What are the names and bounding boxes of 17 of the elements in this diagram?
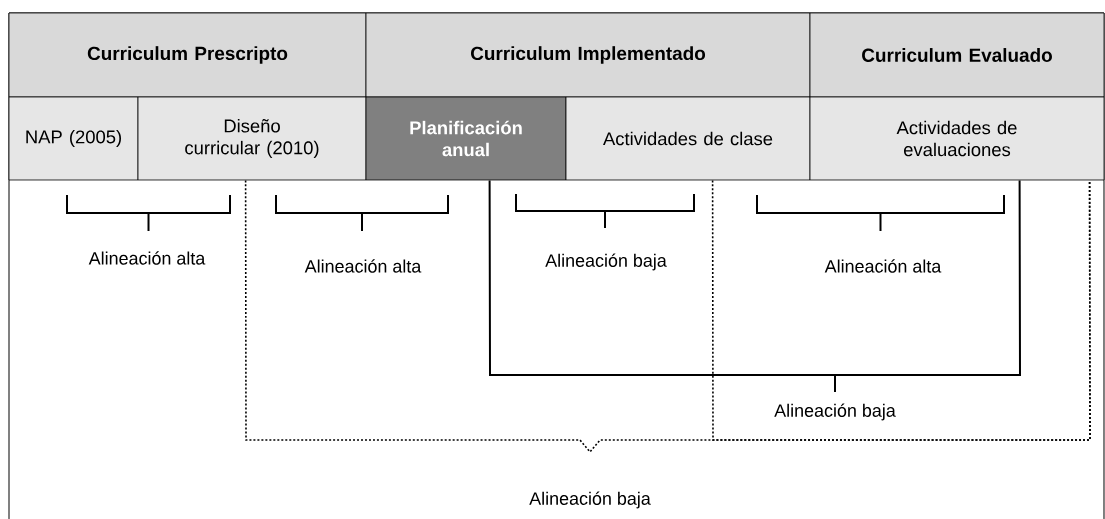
header-cell: Curriculum Implementado [365,12,811,98]
bracket-label: Alineación alta [304,259,422,273]
edge-label: Alineación baja [772,401,898,423]
highlighted-cell: Planificación anual [365,96,567,181]
bracket-label: Alineación alta [824,259,942,273]
connector-line [244,179,1091,454]
connector-line [488,179,1021,393]
bracket-label: Alineación baja [545,253,667,271]
table-cell: Actividades de evaluaciones [809,96,1105,181]
table-cell: Actividades de clase [565,96,811,181]
bracket-label: Alineación alta [88,251,206,265]
header-cell: Curriculum Evaluado [809,12,1105,98]
table-cell: NAP (2005) [8,96,139,181]
edge-label: Alineación baja [527,489,653,511]
table-cell: Diseño curricular (2010) [137,96,367,181]
header-cell: Curriculum Prescripto [8,12,367,98]
connector-line [711,179,1091,441]
